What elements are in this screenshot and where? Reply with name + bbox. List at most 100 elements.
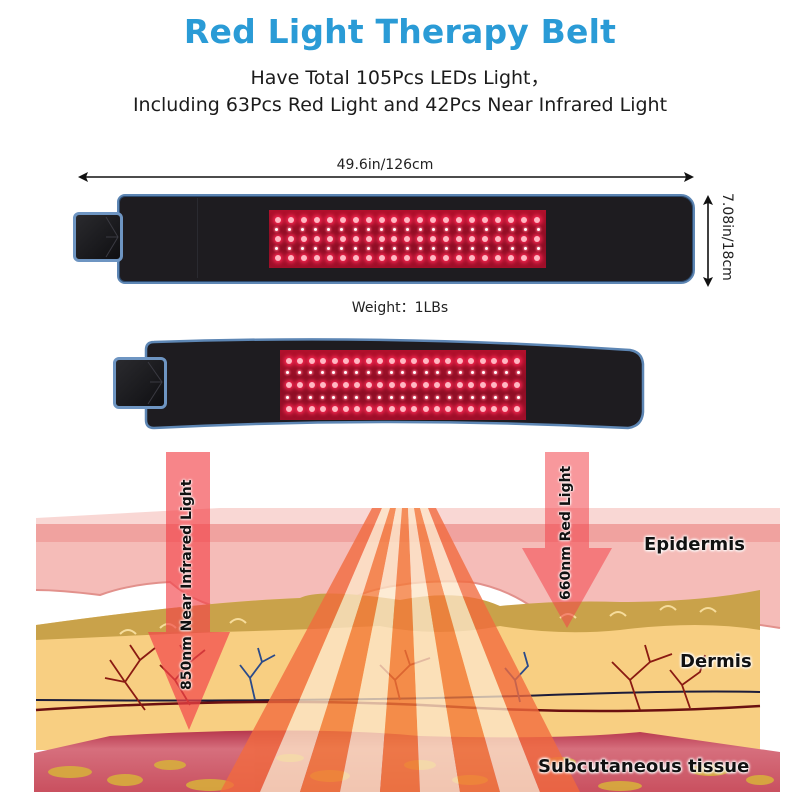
red-led-icon (422, 406, 429, 413)
nir-led-icon (320, 371, 324, 375)
red-led-icon (377, 406, 384, 413)
nir-led-icon (297, 395, 301, 399)
nir-led-icon (340, 247, 344, 251)
red-led-icon (275, 235, 281, 242)
red-led-icon (313, 235, 320, 242)
red-led-icon (507, 235, 514, 242)
red-led-icon (411, 406, 418, 413)
red-led-icon (520, 235, 527, 242)
nir-led-icon (419, 247, 423, 251)
red-led-icon (308, 406, 315, 413)
nir-led-icon (389, 371, 393, 375)
nir-led-icon (505, 371, 509, 375)
nir-led-icon (471, 227, 475, 231)
led-breakdown-text: Including 63Pcs Red Light and 42Pcs Near… (132, 94, 668, 116)
nir-led-icon (516, 371, 520, 375)
nir-led-icon (445, 247, 449, 251)
layer-label-dermis: Dermis (680, 651, 752, 672)
red-led-icon (313, 216, 320, 223)
red-led-icon (342, 381, 349, 388)
nir-led-icon (471, 247, 475, 251)
red-led-icon (308, 357, 315, 364)
red-led-icon (443, 216, 450, 223)
red-led-icon (533, 235, 540, 242)
led-row-nir (275, 227, 540, 231)
red-led-icon (352, 235, 359, 242)
red-led-icon (533, 216, 540, 223)
nir-led-icon (432, 227, 436, 231)
red-led-icon (300, 216, 307, 223)
nir-led-icon (536, 227, 540, 231)
led-row-nir (275, 247, 540, 251)
red-led-icon (434, 406, 441, 413)
red-led-icon (404, 235, 411, 242)
red-led-icon (456, 381, 463, 388)
nir-led-icon (340, 227, 344, 231)
nir-led-icon (309, 371, 313, 375)
red-led-icon (365, 216, 372, 223)
led-row-red (275, 255, 540, 262)
red-led-icon (354, 406, 361, 413)
nir-led-icon (497, 247, 501, 251)
nir-arrow-icon (148, 452, 230, 730)
red-led-icon (331, 357, 338, 364)
led-row-red (275, 216, 540, 223)
red-led-icon (326, 255, 333, 262)
length-arrow-icon (78, 172, 694, 182)
red-led-icon (286, 357, 292, 364)
red-led-icon (331, 406, 338, 413)
red-led-icon (399, 381, 406, 388)
red-led-icon (513, 381, 520, 388)
light-ray-fan (220, 508, 580, 792)
nir-led-icon (366, 247, 370, 251)
red-led-icon (320, 357, 327, 364)
red-led-icon (342, 357, 349, 364)
flap-stitch-icon (147, 361, 163, 405)
nir-led-icon (482, 395, 486, 399)
red-led-icon (513, 406, 520, 413)
red-led-icon (456, 216, 463, 223)
red-led-icon (275, 216, 281, 223)
red-led-icon (494, 235, 501, 242)
nir-led-icon (343, 395, 347, 399)
red-led-icon (482, 255, 488, 262)
led-panel-curved (280, 350, 526, 420)
red-led-icon (352, 255, 359, 262)
red-led-icon (422, 381, 429, 388)
nir-led-icon (413, 371, 417, 375)
red-led-icon (399, 357, 406, 364)
nir-led-icon (458, 227, 462, 231)
red-led-icon (422, 357, 429, 364)
nir-led-icon (493, 371, 497, 375)
red-arrow-icon (522, 452, 612, 628)
nir-led-icon (309, 395, 313, 399)
red-led-icon (502, 381, 509, 388)
red-led-icon (445, 357, 452, 364)
red-led-icon (391, 235, 398, 242)
red-led-icon (430, 216, 437, 223)
red-led-icon (411, 381, 418, 388)
red-led-icon (482, 235, 488, 242)
nir-led-icon (327, 227, 331, 231)
nir-led-icon (484, 247, 488, 251)
nir-led-icon (505, 395, 509, 399)
nir-led-icon (353, 247, 357, 251)
belt-seam (197, 198, 198, 278)
nir-led-icon (366, 371, 370, 375)
red-led-icon (404, 255, 411, 262)
nir-led-icon (436, 395, 440, 399)
nir-led-icon (510, 247, 514, 251)
red-led-icon (378, 216, 385, 223)
nir-led-icon (523, 247, 527, 251)
red-led-icon (430, 235, 437, 242)
red-led-icon (377, 381, 384, 388)
red-led-icon (297, 357, 304, 364)
red-led-icon (399, 406, 406, 413)
layer-label-subcutaneous: Subcutaneous tissue (538, 756, 750, 777)
red-led-icon (502, 406, 509, 413)
nir-led-icon (458, 247, 462, 251)
red-led-icon (417, 255, 424, 262)
skin-diagram (34, 452, 781, 792)
red-led-icon (469, 216, 476, 223)
red-led-icon (365, 406, 372, 413)
